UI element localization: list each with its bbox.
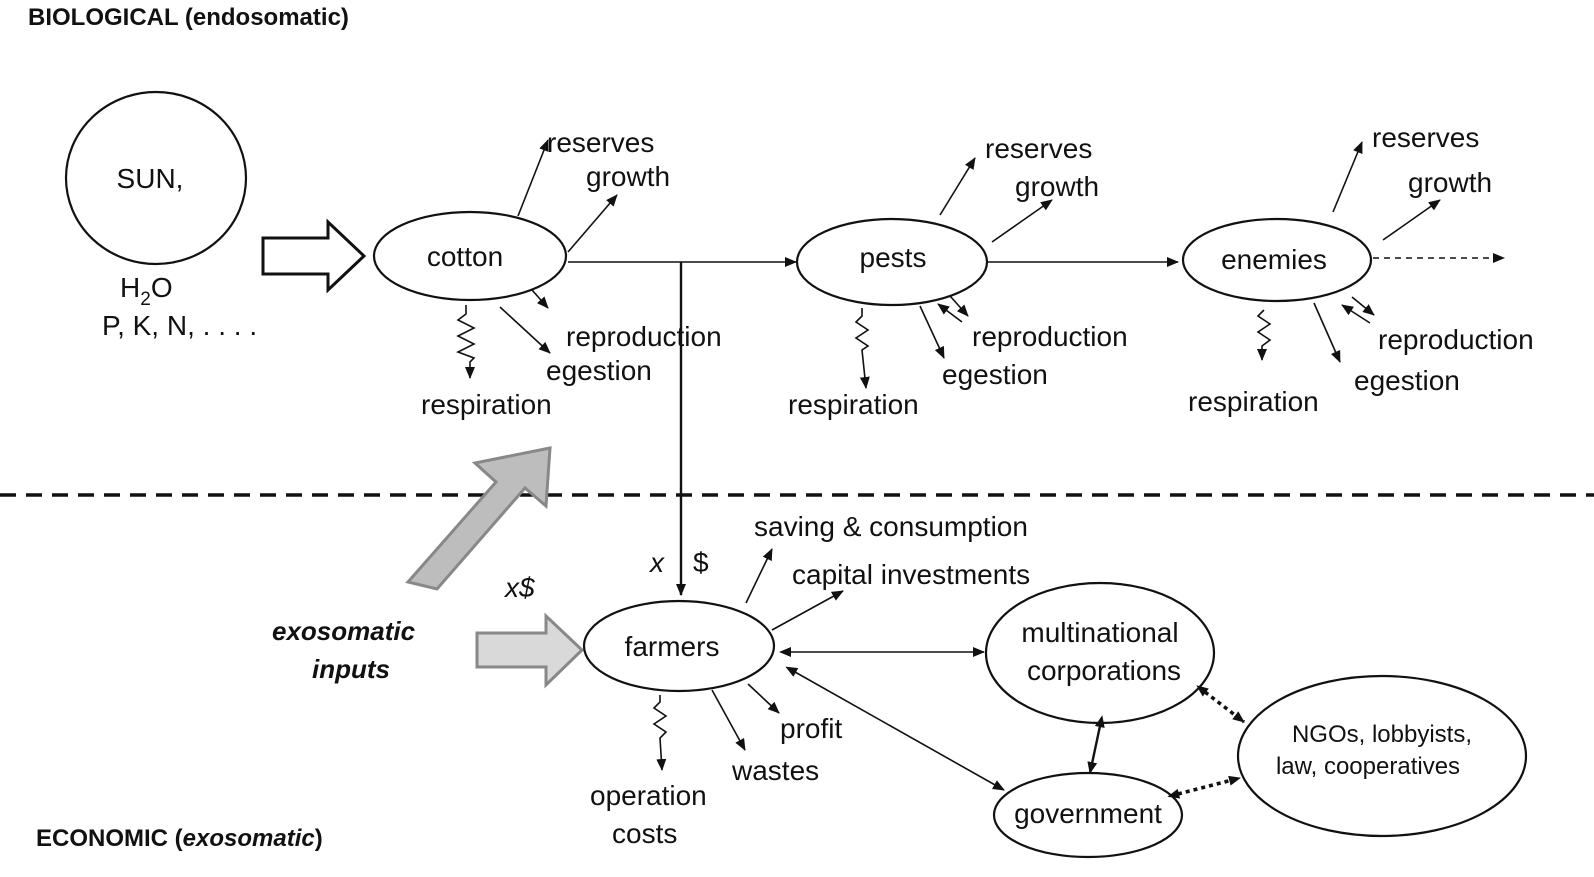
enemies-reserves-arrow: [1332, 141, 1363, 213]
pests-label: pests: [860, 242, 927, 273]
ngos-node: [1236, 674, 1528, 838]
x-dollar-label: x$: [503, 572, 535, 603]
operation-costs-arrow: [652, 695, 668, 771]
saving-arrow: [745, 548, 773, 604]
operation-costs-line1: operation: [590, 780, 707, 811]
profit-arrow: [747, 683, 780, 714]
cotton-growth-label: growth: [586, 161, 670, 192]
energy-input-arrow: [261, 218, 367, 294]
capital-label: capital investments: [792, 559, 1030, 590]
enemies-egestion-arrow: [1313, 302, 1341, 363]
farmers-government-arrow: [785, 666, 1005, 791]
cotton-node: [372, 210, 568, 302]
cotton-growth-arrow: [567, 194, 618, 253]
economic-header: ECONOMIC (exosomatic): [36, 825, 323, 852]
pests-respiration-arrow: [854, 308, 870, 389]
pests-reproduction-arrow-in: [937, 303, 963, 323]
cotton-egestion-arrow: [499, 306, 551, 354]
capital-arrow: [771, 590, 844, 631]
enemies-reproduction-arrow-out: [1351, 296, 1375, 316]
x-label: x: [648, 547, 665, 578]
multinational-government-arrow: [1087, 715, 1105, 774]
government-label: government: [1014, 798, 1162, 829]
cotton-reproduction-arrow: [531, 289, 549, 309]
enemies-node: [1181, 217, 1373, 303]
economic-header-suffix: ): [315, 825, 323, 852]
sun-label: SUN,: [117, 163, 184, 194]
cotton-respiration-label: respiration: [421, 389, 552, 420]
multinational-label-line1: multinational: [1021, 617, 1178, 648]
enemies-respiration-arrow: [1256, 309, 1272, 361]
farmers-node: [582, 599, 776, 693]
cotton-egestion-label: egestion: [546, 355, 652, 386]
multinational-label-line2: corporations: [1027, 655, 1181, 686]
enemies-growth-label: growth: [1408, 167, 1492, 198]
multinational-ngos-arrow: [1196, 685, 1246, 724]
operation-costs-line2: costs: [612, 818, 677, 849]
government-ngos-arrow: [1167, 775, 1241, 799]
enemies-reserves-label: reserves: [1372, 122, 1479, 153]
enemies-egestion-label: egestion: [1354, 365, 1460, 396]
enemies-respiration-label: respiration: [1188, 386, 1319, 417]
pests-node: [795, 217, 989, 307]
economic-header-italic: exosomatic: [183, 825, 315, 852]
ngos-label-line2: law, cooperatives: [1276, 753, 1460, 780]
exosomatic-input-small-arrow: [475, 612, 585, 689]
economic-header-prefix: ECONOMIC (: [36, 825, 183, 852]
enemies-label: enemies: [1221, 244, 1327, 275]
biological-header: BIOLOGICAL (endosomatic): [28, 4, 349, 31]
dollar-label: $: [693, 547, 709, 578]
multinational-node: [984, 581, 1216, 725]
pests-reserves-label: reserves: [985, 133, 1092, 164]
pests-growth-label: growth: [1015, 171, 1099, 202]
pests-respiration-label: respiration: [788, 389, 919, 420]
sun-node: [64, 90, 248, 266]
pests-growth-arrow: [991, 199, 1053, 243]
exosomatic-input-large-arrow: [405, 446, 552, 591]
enemies-growth-arrow: [1382, 199, 1441, 241]
cotton-reserves-arrow: [517, 139, 549, 217]
pests-reproduction-label: reproduction: [972, 321, 1128, 352]
ngos-label-line1: NGOs, lobbyists,: [1292, 721, 1472, 748]
profit-label: profit: [780, 713, 842, 744]
nutrients-label: P, K, N, . . . .: [102, 310, 257, 341]
water-label: H2O: [120, 272, 173, 310]
wastes-label: wastes: [731, 755, 819, 786]
saving-label: saving & consumption: [754, 511, 1028, 542]
pests-egestion-label: egestion: [942, 359, 1048, 390]
wastes-arrow: [711, 689, 746, 751]
enemies-reproduction-label: reproduction: [1378, 324, 1534, 355]
pests-reproduction-arrow-out: [949, 295, 969, 317]
pests-egestion-arrow: [919, 305, 945, 359]
pests-reserves-arrow: [939, 157, 976, 216]
cotton-reproduction-label: reproduction: [566, 321, 722, 352]
farmers-label: farmers: [625, 631, 720, 662]
exosomatic-inputs-line1: exosomatic: [272, 616, 416, 646]
cotton-reserves-label: reserves: [547, 127, 654, 158]
cotton-label: cotton: [427, 241, 503, 272]
enemies-reproduction-arrow-in: [1341, 304, 1371, 324]
exosomatic-inputs-line2: inputs: [312, 654, 390, 684]
government-node: [992, 771, 1184, 859]
cotton-respiration-arrow: [456, 305, 476, 379]
